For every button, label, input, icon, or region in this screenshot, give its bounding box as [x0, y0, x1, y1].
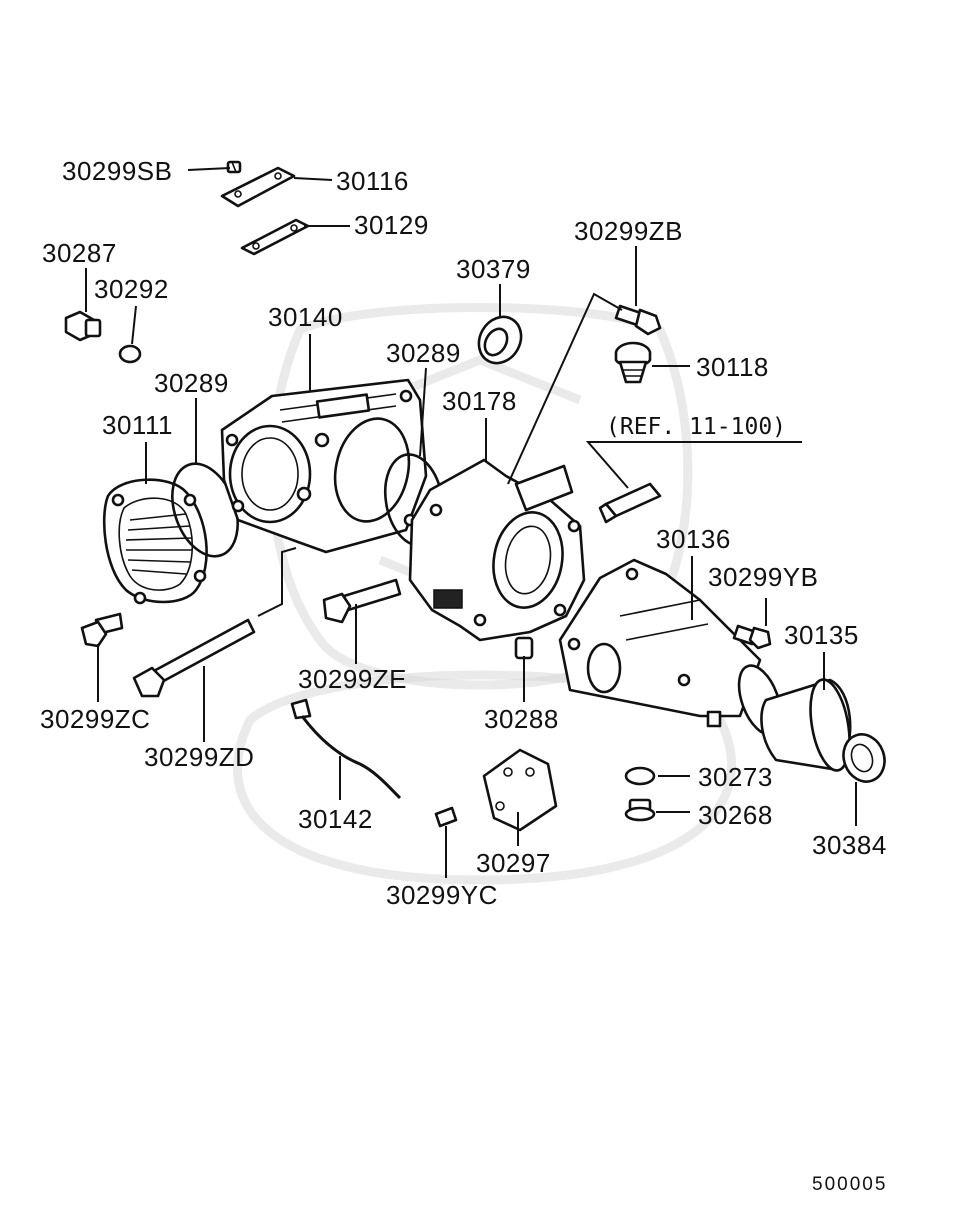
label-30299YC[interactable]: 30299YC: [386, 880, 498, 910]
part-30379-oil-seal[interactable]: [471, 309, 530, 371]
part-30299ZB-bolt[interactable]: [614, 304, 662, 336]
label-30273[interactable]: 30273: [698, 762, 773, 792]
label-30299SB[interactable]: 30299SB: [62, 156, 172, 186]
label-30118[interactable]: 30118: [696, 352, 769, 382]
label-30287[interactable]: 30287: [42, 238, 117, 268]
label-30299ZC[interactable]: 30299ZC: [40, 704, 150, 734]
part-30299YB-bolt[interactable]: [732, 624, 772, 650]
label-30136[interactable]: 30136: [656, 524, 731, 554]
part-30135-dust-cover[interactable]: [760, 677, 855, 774]
label-30297[interactable]: 30297: [476, 848, 551, 878]
label-30379[interactable]: 30379: [456, 254, 531, 284]
label-30292[interactable]: 30292: [94, 274, 169, 304]
part-30111-cover[interactable]: [102, 478, 208, 605]
part-30299ZE-bolt[interactable]: [322, 578, 402, 624]
label-30384[interactable]: 30384: [812, 830, 887, 860]
part-30140-case[interactable]: [220, 378, 428, 554]
label-30268[interactable]: 30268: [698, 800, 773, 830]
part-30299YC-bolt[interactable]: [434, 806, 458, 828]
part-30129-gasket[interactable]: [240, 218, 310, 256]
label-30140[interactable]: 30140: [268, 302, 343, 332]
part-30297-bracket[interactable]: [482, 748, 558, 832]
label-30299ZB[interactable]: 30299ZB: [574, 216, 683, 246]
label-30289-right[interactable]: 30289: [386, 338, 461, 368]
part-30136-extension-housing[interactable]: [558, 558, 789, 740]
part-ref-sealant-tube[interactable]: [598, 482, 662, 524]
label-30289-left[interactable]: 30289: [154, 368, 229, 398]
label-30299ZE[interactable]: 30299ZE: [298, 664, 407, 694]
part-30142-harness[interactable]: [290, 698, 402, 800]
part-30288-pin[interactable]: [514, 636, 534, 660]
label-30135[interactable]: 30135: [784, 620, 859, 650]
part-30299ZD-long-bolt[interactable]: [132, 618, 256, 698]
part-30384-oil-seal[interactable]: [837, 729, 891, 788]
part-30292-washer[interactable]: [118, 344, 142, 364]
part-labels: 30299SB 30116 30129 30287 30292 30379 30…: [40, 156, 887, 910]
part-30299ZC-bolt[interactable]: [80, 612, 124, 648]
label-30142[interactable]: 30142: [298, 804, 373, 834]
part-30178-adapter[interactable]: [408, 458, 586, 642]
leader-lines: [85, 167, 857, 878]
label-30116[interactable]: 30116: [336, 166, 409, 196]
label-30129[interactable]: 30129: [354, 210, 429, 240]
diagram-number: 500005: [812, 1174, 887, 1195]
label-ref-11-100[interactable]: (REF. 11-100): [606, 414, 786, 440]
part-30116-plate[interactable]: [220, 166, 296, 208]
part-30273-washer[interactable]: [624, 766, 656, 786]
label-30299YB[interactable]: 30299YB: [708, 562, 818, 592]
part-30299SB-screw[interactable]: [226, 160, 242, 174]
label-30288[interactable]: 30288: [484, 704, 559, 734]
label-30178[interactable]: 30178: [442, 386, 517, 416]
part-30268-plug[interactable]: [624, 798, 656, 822]
part-30287-plug[interactable]: [64, 310, 102, 342]
label-30299ZD[interactable]: 30299ZD: [144, 742, 254, 772]
label-30111[interactable]: 30111: [102, 410, 173, 440]
part-30118-breather[interactable]: [614, 341, 652, 384]
